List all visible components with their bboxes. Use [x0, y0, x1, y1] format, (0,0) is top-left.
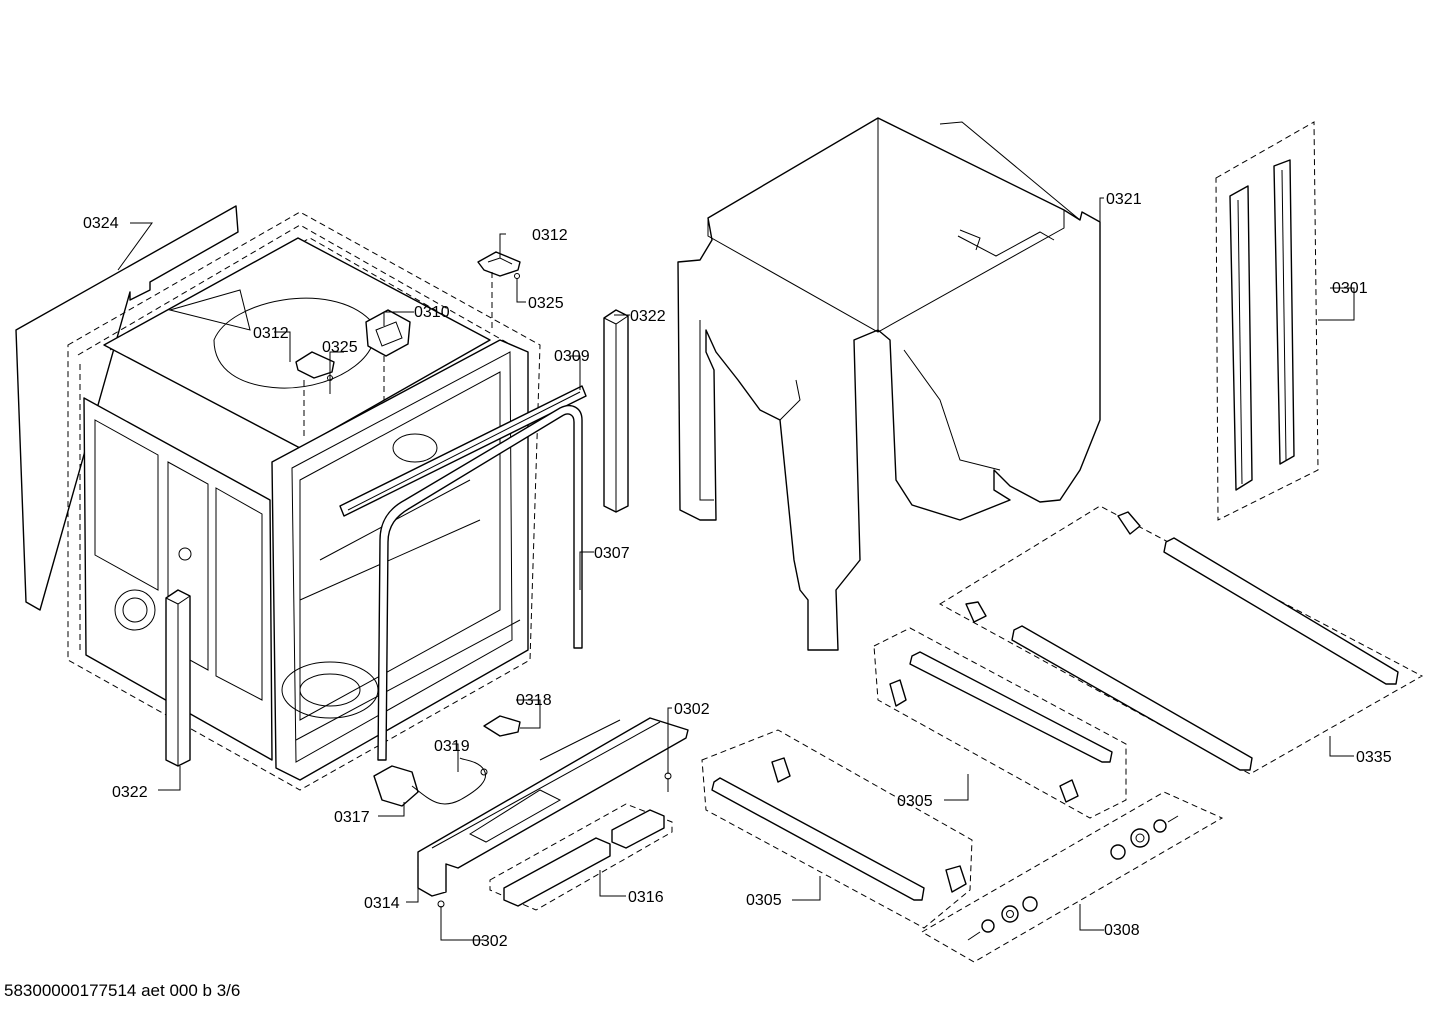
callout-0325-left: 0325	[322, 339, 358, 356]
screw-0302-left[interactable]	[437, 900, 445, 918]
callout-0302-right: 0302	[674, 701, 710, 718]
callout-0319: 0319	[434, 738, 470, 755]
base-cover-0314[interactable]	[417, 717, 689, 897]
insulation-block-0322-upper[interactable]	[603, 309, 629, 513]
callout-0307: 0307	[594, 545, 630, 562]
callout-0317: 0317	[334, 809, 370, 826]
callout-0335: 0335	[1356, 749, 1392, 766]
rail-set-0335[interactable]	[939, 505, 1424, 775]
callout-0308: 0308	[1104, 922, 1140, 939]
hinge-bracket-0310[interactable]	[365, 309, 411, 357]
insulation-jacket-0321[interactable]	[677, 117, 1101, 651]
callout-0324: 0324	[83, 215, 119, 232]
callout-0322-upper: 0322	[630, 308, 666, 325]
callout-0314: 0314	[364, 895, 400, 912]
leader-lines	[117, 197, 1355, 941]
callout-0305-lower: 0305	[746, 892, 782, 909]
callout-0321: 0321	[1106, 191, 1142, 208]
small-parts-0308[interactable]	[921, 791, 1224, 963]
tub-body[interactable]	[67, 211, 541, 791]
callout-0312-top: 0312	[532, 227, 568, 244]
rear-panel-0324[interactable]	[15, 205, 239, 611]
bracket-0312-left[interactable]	[295, 351, 335, 379]
door-seal-0307[interactable]	[377, 404, 583, 761]
callout-0309: 0309	[554, 348, 590, 365]
sensor-0317[interactable]	[373, 765, 419, 807]
callout-0322-lower: 0322	[112, 784, 148, 801]
rail-set-0305-upper[interactable]	[873, 627, 1127, 819]
top-seal-strip-0309[interactable]	[339, 385, 587, 517]
callout-0316: 0316	[628, 889, 664, 906]
insulation-blocks-0316[interactable]	[489, 803, 673, 911]
callout-0301: 0301	[1332, 280, 1368, 297]
insulation-block-0322-lower[interactable]	[165, 589, 191, 767]
cable-0319[interactable]	[411, 757, 488, 805]
document-footer-code: 58300000177514 aet 000 b 3/6	[4, 981, 241, 1000]
clip-0318[interactable]	[483, 715, 521, 737]
callout-0325-top: 0325	[528, 295, 564, 312]
screw-0302-right[interactable]	[664, 772, 672, 792]
side-rails-0301[interactable]	[1215, 121, 1319, 521]
callout-0318: 0318	[516, 692, 552, 709]
bracket-0312-top[interactable]	[477, 251, 521, 277]
callout-labels: 0324 0312 0325 0312 0325 0310 0322 0309 …	[83, 191, 1392, 950]
callout-0310: 0310	[414, 304, 450, 321]
callout-0302-left: 0302	[472, 933, 508, 950]
screw-0325-top[interactable]	[514, 273, 520, 293]
callout-0305-upper: 0305	[897, 793, 933, 810]
rail-set-0305-lower[interactable]	[701, 729, 973, 929]
callout-0312-left: 0312	[253, 325, 289, 342]
